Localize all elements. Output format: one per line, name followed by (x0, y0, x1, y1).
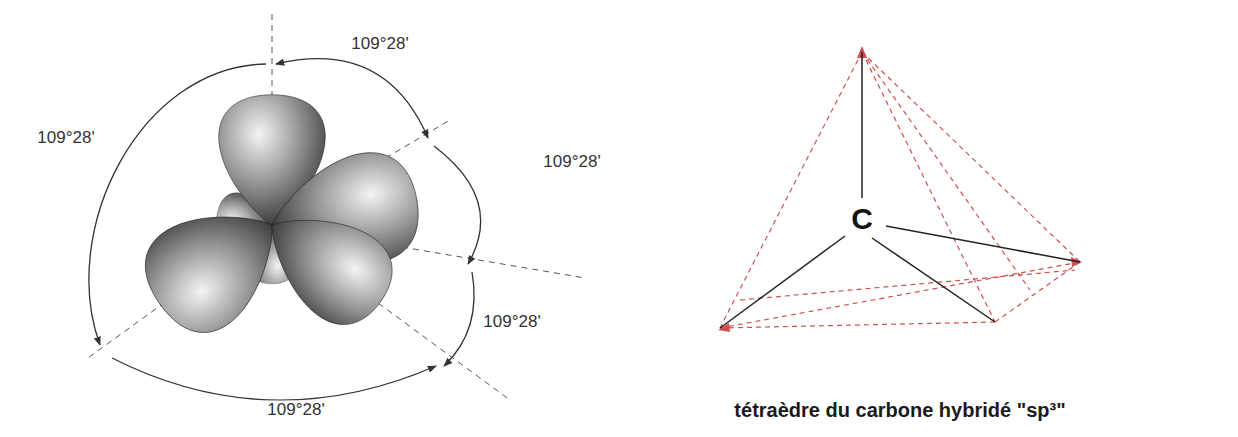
bond-lines (720, 52, 1080, 328)
angle-label: 109°28' (35, 129, 96, 148)
vertex-marks (718, 46, 1082, 332)
axis-lines (85, 14, 585, 400)
angle-label: 109°28' (265, 401, 326, 420)
sp3-lobes (127, 95, 426, 350)
angle-label: 109°28' (481, 313, 542, 332)
angle-label: 109°28' (349, 35, 410, 54)
angle-arcs (89, 59, 481, 400)
atom-symbol: C (848, 202, 876, 235)
caption: tétraèdre du carbone hybridé "sp³" (734, 399, 1065, 421)
angle-label: 109°28' (541, 153, 602, 172)
tetrahedron-edges (720, 52, 1080, 328)
